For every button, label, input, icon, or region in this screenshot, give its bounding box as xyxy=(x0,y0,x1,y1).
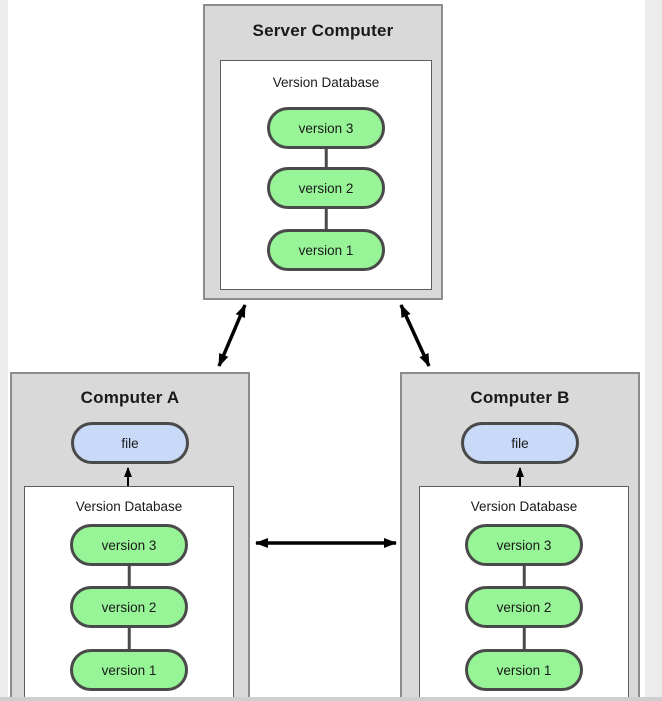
computer-a-version-2-pill: version 2 xyxy=(70,586,188,628)
computer-b-title: Computer B xyxy=(470,388,570,407)
computer-a-version-2-label: version 2 xyxy=(101,599,157,615)
computer-a-box: Computer A file Version Database version… xyxy=(10,372,250,697)
computer-a-version-3-pill: version 3 xyxy=(70,524,188,566)
computer-a-version-1-pill: version 1 xyxy=(70,649,188,691)
computer-b-version-database-box: Version Database version 3 version 2 ver… xyxy=(419,486,629,697)
computer-b-version-connector xyxy=(522,626,526,651)
computer-b-version-2-label: version 2 xyxy=(496,599,552,615)
computer-b-box: Computer B file Version Database version… xyxy=(400,372,640,697)
computer-a-version-database-box: Version Database version 3 version 2 ver… xyxy=(24,486,234,697)
server-computer-box: Server Computer Version Database version… xyxy=(203,4,443,300)
server-computer-b-sync-arrow xyxy=(399,304,431,367)
computer-b-file-pill: file xyxy=(461,422,579,464)
computer-a-version-database-label: Version Database xyxy=(75,499,183,514)
server-version-connector xyxy=(324,147,328,169)
server-version-database-box: Version Database version 3 version 2 ver… xyxy=(220,60,432,290)
computer-a-version-connector xyxy=(127,626,131,651)
server-version-1-pill: version 1 xyxy=(267,229,385,271)
server-version-3-pill: version 3 xyxy=(267,107,385,149)
server-version-2-pill: version 2 xyxy=(267,167,385,209)
server-computer-a-sync-arrow xyxy=(217,304,247,367)
computer-b-version-1-pill: version 1 xyxy=(465,649,583,691)
server-version-connector xyxy=(324,207,328,231)
server-version-1-label: version 1 xyxy=(298,242,354,258)
computer-a-title: Computer A xyxy=(80,388,180,407)
server-computer-title: Server Computer xyxy=(252,21,394,40)
server-version-2-label: version 2 xyxy=(298,180,354,196)
screenshot-bottom-edge xyxy=(0,697,662,701)
computer-b-version-1-label: version 1 xyxy=(496,662,552,678)
computer-b-file-label: file xyxy=(511,435,529,451)
computer-a-file-pill: file xyxy=(71,422,189,464)
computer-a-version-connector xyxy=(127,564,131,588)
computer-b-version-3-label: version 3 xyxy=(496,537,552,553)
computer-b-version-database-label: Version Database xyxy=(470,499,578,514)
server-version-3-label: version 3 xyxy=(298,120,354,136)
computer-b-version-3-pill: version 3 xyxy=(465,524,583,566)
computer-a-version-3-label: version 3 xyxy=(101,537,157,553)
diagram-canvas: Server Computer Version Database version… xyxy=(8,0,645,697)
computer-a-file-label: file xyxy=(121,435,139,451)
computer-a-version-1-label: version 1 xyxy=(101,662,157,678)
computer-b-version-2-pill: version 2 xyxy=(465,586,583,628)
server-version-database-label: Version Database xyxy=(272,75,380,90)
computer-b-version-connector xyxy=(522,564,526,588)
